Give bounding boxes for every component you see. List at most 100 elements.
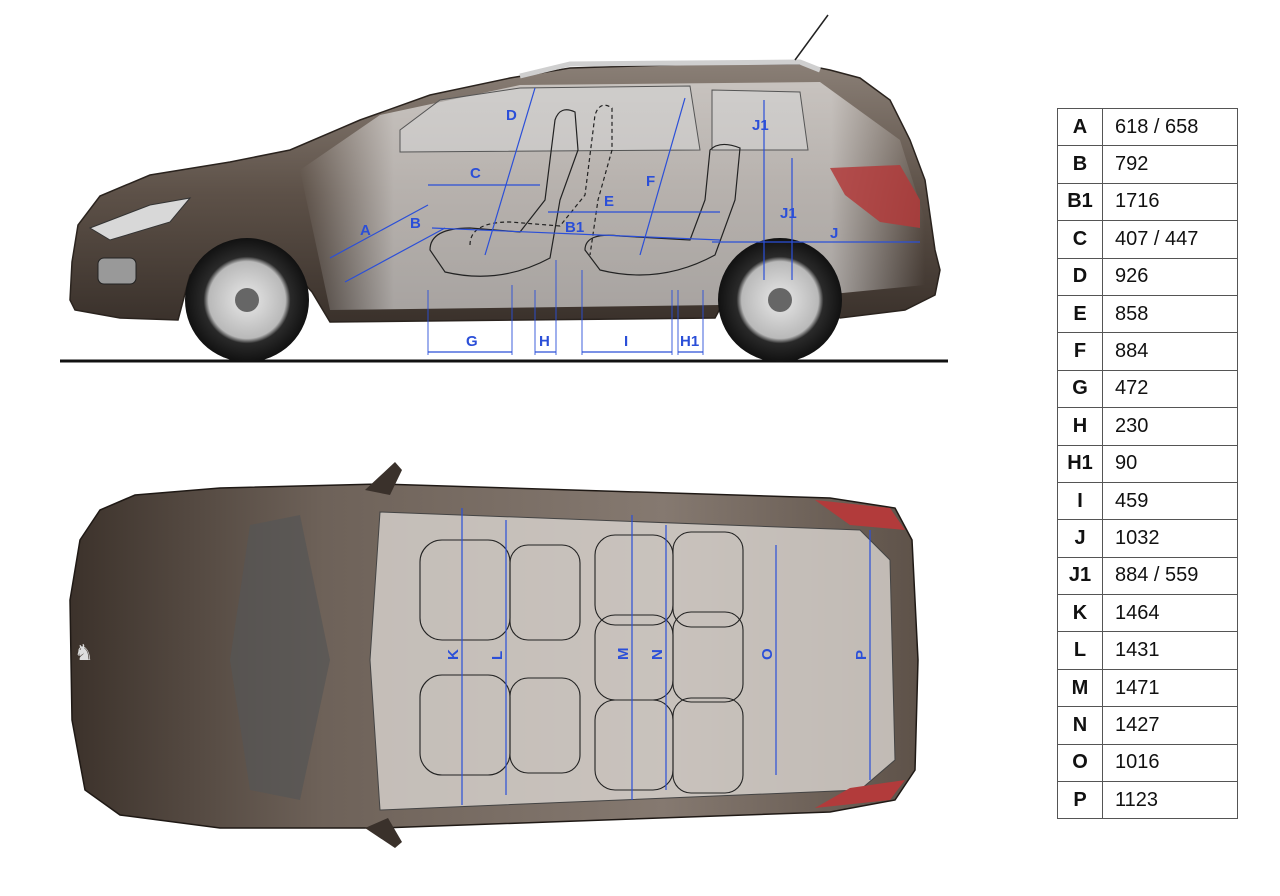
- dimension-code: J: [1057, 519, 1103, 558]
- dimension-value: 1123: [1102, 781, 1238, 820]
- dimension-value: 1427: [1102, 706, 1238, 745]
- top-view: ♞ K L M N O: [69, 462, 919, 848]
- dimension-code: O: [1057, 743, 1103, 783]
- label-d: D: [506, 107, 517, 124]
- dimension-value: 926: [1102, 257, 1238, 296]
- rear-wheel: [718, 238, 842, 362]
- antenna: [794, 14, 829, 61]
- label-g: G: [466, 333, 478, 350]
- label-k: K: [445, 649, 462, 660]
- dimension-code: E: [1057, 294, 1103, 334]
- dimension-value: 792: [1102, 145, 1238, 184]
- dimension-value: 884 / 559: [1102, 556, 1238, 596]
- label-c: C: [470, 165, 481, 182]
- dimension-code: M: [1057, 668, 1103, 708]
- label-h1: H1: [680, 333, 699, 350]
- label-b1: B1: [565, 219, 584, 236]
- dimension-code: P: [1057, 781, 1103, 820]
- side-view: A B C D E F B1 J1 J1 J G H I H1: [60, 14, 948, 363]
- roof-rail: [519, 59, 821, 79]
- label-h: H: [539, 333, 550, 350]
- dimension-code: G: [1057, 369, 1103, 409]
- top-dimension-labels: K L M N O P: [445, 648, 870, 661]
- dimension-value: 90: [1102, 444, 1238, 483]
- dimension-code: H1: [1057, 444, 1103, 483]
- dimension-code: L: [1057, 631, 1103, 670]
- dimension-code: B: [1057, 145, 1103, 184]
- label-n: N: [649, 649, 666, 660]
- dimension-value: 1431: [1102, 631, 1238, 670]
- dimension-value: 459: [1102, 481, 1238, 521]
- side-windows: [399, 85, 809, 153]
- dimension-value: 230: [1102, 407, 1238, 446]
- dimension-code: J1: [1057, 556, 1103, 596]
- right-mirror: [365, 818, 402, 848]
- windshield: [230, 515, 330, 800]
- dimension-value: 884: [1102, 332, 1238, 371]
- dimension-code: F: [1057, 332, 1103, 371]
- dimension-code: I: [1057, 481, 1103, 521]
- left-mirror: [365, 462, 402, 495]
- label-o: O: [759, 648, 776, 660]
- label-i: I: [624, 333, 628, 350]
- dimension-code: K: [1057, 594, 1103, 633]
- label-j1-upper: J1: [752, 117, 769, 134]
- dimension-value: 1016: [1102, 743, 1238, 783]
- label-b: B: [410, 215, 421, 232]
- label-p: P: [853, 650, 870, 660]
- dimension-value: 858: [1102, 294, 1238, 334]
- label-m: M: [615, 648, 632, 661]
- dimension-value: 618 / 658: [1102, 107, 1238, 147]
- car-dimension-diagram: A B C D E F B1 J1 J1 J G H I H1 ♞: [60, 14, 948, 848]
- label-e: E: [604, 193, 614, 210]
- dimension-code: A: [1057, 107, 1103, 147]
- dimension-value: 1716: [1102, 182, 1238, 222]
- front-wheel: [185, 238, 309, 362]
- label-j: J: [830, 225, 838, 242]
- head-light: [88, 197, 192, 241]
- dimension-code: N: [1057, 706, 1103, 745]
- label-l: L: [489, 651, 506, 660]
- dimension-code: H: [1057, 407, 1103, 446]
- side-dimension-lines: [329, 87, 920, 355]
- label-a: A: [360, 222, 371, 239]
- label-j1-lower: J1: [780, 205, 797, 222]
- fog-light: [97, 257, 137, 285]
- dimension-value: 472: [1102, 369, 1238, 409]
- dimension-code: C: [1057, 220, 1103, 259]
- side-dimension-labels: A B C D E F B1 J1 J1 J G H I H1: [360, 107, 838, 350]
- dimension-value: 1471: [1102, 668, 1238, 708]
- top-dimension-lines: [461, 508, 871, 805]
- dimension-value: 407 / 447: [1102, 220, 1238, 259]
- tail-light: [830, 165, 920, 228]
- dimension-value: 1464: [1102, 594, 1238, 633]
- top-tail-light-right: [815, 780, 905, 808]
- top-seat-outlines: [419, 531, 744, 794]
- brand-logo-icon: ♞: [74, 640, 94, 665]
- dimension-value: 1032: [1102, 519, 1238, 558]
- dimension-code: B1: [1057, 182, 1103, 222]
- top-tail-light-left: [815, 500, 905, 530]
- label-f: F: [646, 173, 655, 190]
- dimension-code: D: [1057, 257, 1103, 296]
